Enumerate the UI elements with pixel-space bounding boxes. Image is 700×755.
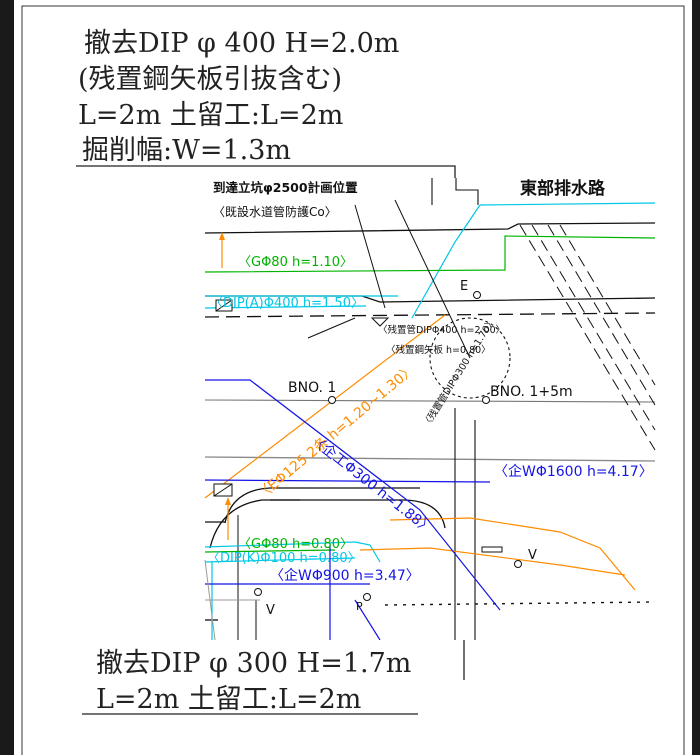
right-frame-bar — [692, 0, 700, 755]
label-gas-bottom: 〈GΦ80 h=0.80〉 — [238, 537, 353, 552]
label-residual-sheet-pile: 〈残置鋼矢板 h=0.80〉 — [386, 344, 491, 356]
callout-top: 撤去DIP φ 400 H=2.0m (残置鋼矢板引抜含む) L=2m 土留工:… — [74, 18, 456, 178]
label-water-1600: 〈企WΦ1600 h=4.17〉 — [494, 463, 653, 480]
leader-lines — [307, 199, 471, 359]
callout-top-line4: 掘削幅:W=1.3m — [82, 135, 291, 166]
callout-top-line1: 撤去DIP φ 400 H=2.0m — [84, 28, 399, 59]
label-dip-k: 〈DIP(K)Φ100 h=0.80〉 — [207, 551, 361, 566]
marker-e-point — [473, 291, 481, 299]
label-east-channel: 東部排水路 — [520, 178, 606, 199]
blue-pipes — [204, 379, 501, 641]
green-pipes — [204, 235, 656, 553]
label-sewer-300: 〈企工Φ300 h=1.88〉 — [308, 432, 437, 538]
label-bno1-5: BNO. 1+5m — [490, 384, 573, 400]
callout-bottom: 撤去DIP φ 300 H=1.7m L=2m 土留工:L=2m — [82, 640, 465, 718]
valve-box — [481, 546, 503, 553]
marker-v1-point — [514, 560, 522, 568]
marker-bno1-point — [328, 396, 336, 404]
label-marker-v2: V — [266, 603, 275, 618]
label-dip-a: 〈DIP(A)Φ400 h=1.50〉 — [210, 296, 364, 311]
label-marker-v1: V — [528, 548, 537, 563]
label-marker-p: P — [356, 600, 363, 613]
label-gas-top: 〈GΦ80 h=1.10〉 — [238, 255, 353, 270]
label-marker-e: E — [460, 279, 468, 294]
callout-bottom-line2: L=2m 土留工:L=2m — [96, 684, 361, 715]
shaft-structure — [431, 178, 479, 640]
orange-arrows — [219, 232, 231, 505]
orange-pipes — [204, 235, 636, 591]
sheet-border — [21, 5, 685, 755]
drain-channel — [519, 224, 656, 451]
marker-bno1-5-point — [482, 396, 490, 404]
label-existing-protection: 〈既設水道管防護Co〉 — [213, 204, 337, 219]
gray-details — [204, 559, 260, 641]
callout-bottom-line1: 撤去DIP φ 300 H=1.7m — [96, 648, 411, 679]
plan-drawing: 到達立坑φ2500計画位置 〈既設水道管防護Co〉 東部排水路 〈GΦ80 h=… — [204, 178, 656, 641]
callout-top-line3: L=2m 土留工:L=2m — [78, 100, 343, 131]
triangle-marker — [370, 317, 390, 327]
shaft-circle — [429, 317, 511, 399]
label-shaft-position: 到達立坑φ2500計画位置 — [213, 180, 358, 195]
label-residual-dip400: 〈残置管DIPΦ400 h=2.00〉 — [378, 324, 505, 336]
callout-top-line2: (残置鋼矢板引抜含む) — [78, 64, 342, 95]
label-bno1: BNO. 1 — [288, 380, 336, 396]
callout-top-leader — [76, 165, 456, 178]
marker-v2-point — [254, 588, 262, 596]
markers — [213, 291, 522, 601]
left-frame-bar — [0, 0, 14, 755]
marker-p-point — [363, 593, 371, 601]
label-water-900: 〈企WΦ900 h=3.47〉 — [270, 567, 420, 584]
